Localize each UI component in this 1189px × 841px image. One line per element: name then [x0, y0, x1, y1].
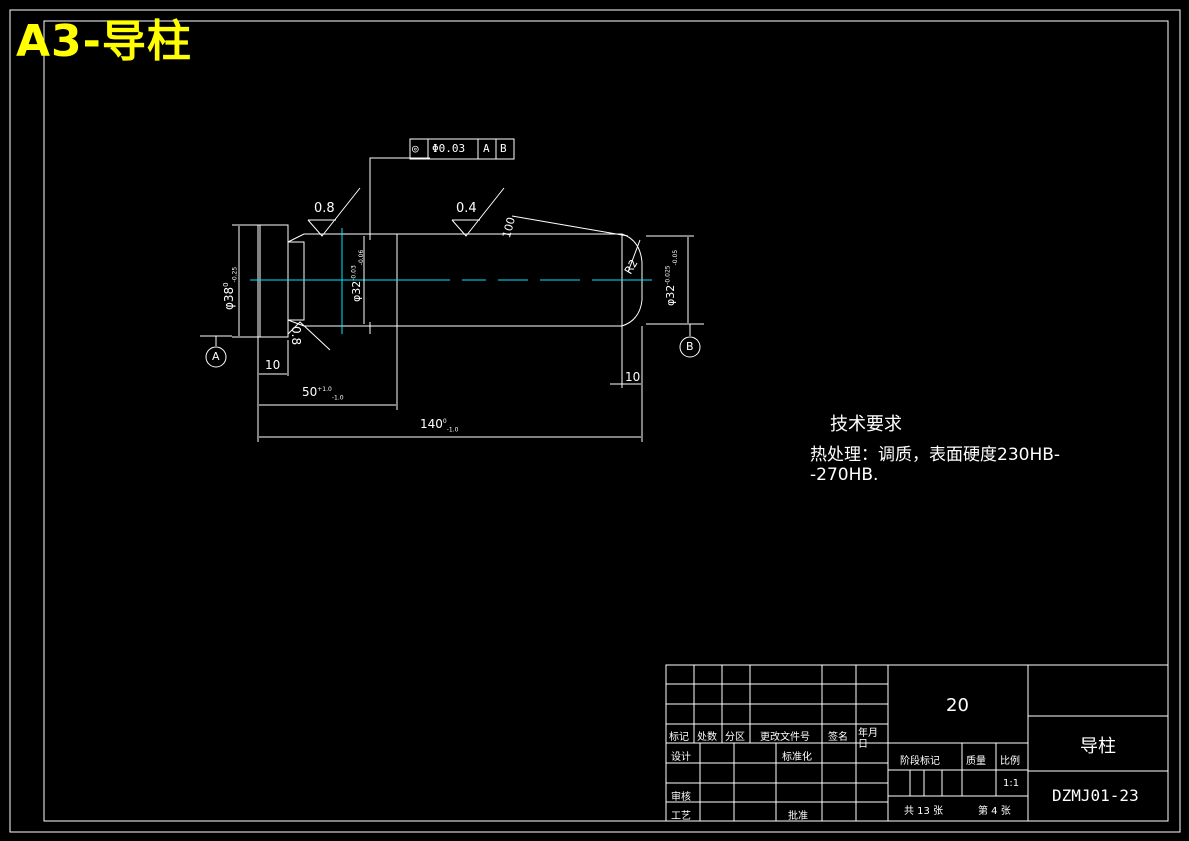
fcf-frame — [409, 138, 515, 160]
roughness-symbol-left — [307, 187, 361, 237]
dim-d38-value: φ38 — [222, 286, 236, 310]
tech-req-heading: 技术要求 — [830, 414, 902, 435]
roughness-middle: 0.4 — [456, 201, 477, 216]
roughness-symbol-bottom — [287, 321, 331, 351]
datum-a-label: A — [212, 350, 220, 363]
dim-140: 1400-1.0 — [420, 417, 458, 433]
tb-h-mark: 标记 — [669, 732, 689, 743]
fcf-tolerance: Φ0.03 — [432, 142, 466, 155]
tech-req-line1: 热处理：调质，表面硬度230HB- — [810, 445, 1061, 465]
tb-approve: 批准 — [788, 811, 808, 822]
dim-10-right: 10 — [625, 370, 641, 384]
tb-design: 设计 — [671, 752, 691, 763]
tb-process: 工艺 — [671, 811, 691, 822]
tb-h-sign: 签名 — [828, 732, 848, 743]
tb-stage-mark: 阶段标记 — [900, 756, 940, 767]
datum-b-label: B — [686, 340, 694, 353]
tb-review: 审核 — [671, 792, 691, 803]
dimension-lines — [200, 215, 704, 442]
tb-quantity: 20 — [946, 695, 969, 716]
dim-d32r-value: φ32 — [664, 284, 677, 306]
dim-d32-value: φ32 — [350, 280, 363, 302]
dim-50: 50+1.0-1.0 — [302, 385, 344, 401]
tb-h-zone: 分区 — [725, 732, 745, 743]
outer-border — [9, 9, 1181, 833]
center-lines — [250, 228, 652, 334]
datum-a-circle — [205, 346, 227, 368]
dim-d32-tol-lo: -0.06 — [358, 249, 366, 266]
dim-50-tol-up: +1.0 — [317, 386, 332, 393]
dim-d32r-tol-up: -0.025 — [664, 265, 672, 285]
dim-d32-middle: φ32-0.03-0.06 — [350, 250, 365, 302]
inner-border — [43, 20, 1169, 822]
tb-h-change-doc: 更改文件号 — [760, 732, 810, 743]
dim-140-value: 140 — [420, 417, 443, 431]
roughness-symbol-middle — [451, 187, 505, 237]
fcf-datum-a: A — [483, 142, 490, 155]
tb-sheets-total: 共 13 张 — [904, 806, 944, 817]
roughness-bottom: 0.8 — [289, 326, 303, 346]
dim-d32r-tol-lo: -0.05 — [672, 249, 680, 266]
dim-10-left: 10 — [265, 358, 281, 372]
roughness-left: 0.8 — [314, 201, 335, 216]
tb-h-date: 年月日 — [858, 728, 878, 750]
title-block-grid — [665, 664, 1169, 822]
datum-b-circle — [679, 336, 701, 358]
tb-h-count: 处数 — [697, 732, 717, 743]
concentricity-icon: ◎ — [412, 142, 419, 155]
dim-140-tol-up: 0 — [442, 418, 447, 425]
tb-sheet-no: 第 4 张 — [978, 806, 1011, 817]
fcf-datum-b: B — [500, 142, 507, 155]
dim-d38-tol-lo: -0.25 — [231, 266, 239, 283]
dim-d38-tol-up: 0 — [222, 282, 230, 287]
dim-d32-tol-up: -0.03 — [350, 265, 358, 281]
tb-part-name: 导柱 — [1080, 736, 1116, 757]
dim-d38: φ380-0.25 — [222, 267, 238, 310]
tb-drawing-no: DZMJ01-23 — [1052, 786, 1139, 805]
dim-50-value: 50 — [302, 385, 318, 399]
tb-standardize: 标准化 — [782, 752, 812, 763]
dim-140-tol-lo: -1.0 — [446, 426, 459, 434]
sheet-title: A3-导柱 — [16, 16, 192, 67]
fcf-leader — [369, 157, 430, 234]
dim-50-tol-lo: -1.0 — [331, 394, 344, 402]
tb-scale: 1:1 — [1003, 778, 1020, 789]
tech-req-line2: -270HB. — [810, 465, 879, 485]
dim-d32-right: φ32-0.025-0.05 — [664, 250, 679, 306]
part-outline — [257, 224, 643, 338]
tb-scale-label: 比例 — [1000, 756, 1020, 767]
tb-mass: 质量 — [966, 756, 986, 767]
